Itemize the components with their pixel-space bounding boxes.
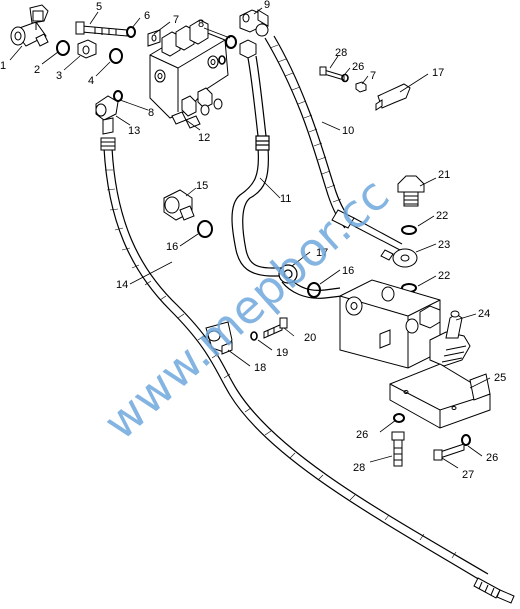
bracket-7-top (147, 29, 161, 47)
callout-17-top: 17 (432, 67, 444, 79)
control-valve-body (149, 19, 229, 129)
callout-22-bottom: 22 (438, 270, 450, 282)
washer-26-top (341, 73, 349, 83)
callout-8-left: 8 (148, 107, 154, 119)
callout-16-right: 16 (342, 265, 354, 277)
callout-26-left: 26 (356, 429, 368, 441)
washer-26-right (461, 434, 471, 446)
hose-10 (264, 35, 353, 229)
callout-26-top: 26 (352, 61, 364, 73)
hose-17-elbow (278, 264, 343, 299)
callout-16-left: 16 (166, 241, 178, 253)
callout-24: 24 (478, 308, 490, 320)
plate-25 (389, 363, 491, 429)
callout-6: 6 (144, 10, 150, 22)
washer-26-left (393, 413, 405, 423)
oring-4 (109, 48, 123, 64)
washer-22-top (401, 225, 417, 235)
callout-14: 14 (116, 279, 128, 291)
elbow-9 (239, 9, 269, 37)
banjo-23 (380, 248, 418, 268)
washer-6 (126, 26, 136, 38)
hose-14-top-fitting (100, 137, 116, 151)
callout-20: 20 (304, 332, 316, 344)
valve-block-24 (339, 279, 471, 369)
bolt-20 (263, 317, 288, 339)
plug-21 (397, 175, 425, 207)
oring-2 (56, 40, 70, 56)
bolt-27 (433, 443, 465, 461)
hose-end-bottom (473, 577, 515, 604)
callout-17-mid: 17 (316, 247, 328, 259)
callout-4: 4 (88, 75, 94, 87)
bolt-28-lower (391, 431, 405, 467)
fitting-1 (10, 4, 49, 47)
hose-14 (103, 147, 489, 581)
washer-19 (250, 331, 258, 341)
callout-21: 21 (438, 169, 450, 181)
callout-13: 13 (128, 125, 140, 137)
callout-11: 11 (280, 193, 291, 205)
oring-16-left (197, 220, 213, 238)
callout-7-right: 7 (370, 70, 376, 82)
oring-8-left (113, 90, 123, 102)
callout-27: 27 (462, 469, 474, 481)
callout-2: 2 (34, 64, 40, 76)
callout-9: 9 (264, 0, 270, 11)
oring-8-valve (218, 55, 226, 65)
leader-lines (9, 7, 491, 469)
hose-10-lower-fitting (331, 209, 403, 251)
callout-28-top: 28 (335, 47, 347, 59)
callout-28-bottom: 28 (353, 462, 365, 474)
adapter-3 (77, 39, 97, 59)
bolt-28-top (319, 66, 345, 81)
callout-26-right: 26 (486, 452, 498, 464)
pipe-left-11 (247, 55, 267, 137)
oring-16-right (307, 282, 321, 298)
bracket-17 (375, 83, 411, 111)
hose-11 (231, 135, 288, 277)
callout-7-top: 7 (173, 14, 179, 26)
bolt-5 (75, 21, 128, 37)
callout-18: 18 (254, 362, 266, 374)
callout-15: 15 (196, 180, 208, 192)
nut-7-top (355, 81, 367, 93)
adapter-right (239, 39, 257, 59)
callout-10: 10 (342, 125, 354, 137)
callout-5: 5 (96, 1, 102, 13)
elbow-13 (95, 95, 119, 135)
callout-19: 19 (276, 347, 288, 359)
callout-25: 25 (494, 372, 506, 384)
callout-22-top: 22 (436, 210, 448, 222)
callout-8-top: 8 (198, 18, 204, 30)
callout-1: 1 (0, 60, 6, 72)
callout-23: 23 (438, 239, 450, 251)
callout-3: 3 (56, 70, 62, 82)
oring-8-top (225, 35, 237, 49)
fitting-15 (163, 189, 195, 221)
callout-labels: 1 2 3 4 5 6 7 8 9 8 13 12 10 28 26 7 17 … (0, 0, 506, 481)
clamp-18 (205, 321, 233, 355)
callout-12: 12 (198, 132, 210, 144)
